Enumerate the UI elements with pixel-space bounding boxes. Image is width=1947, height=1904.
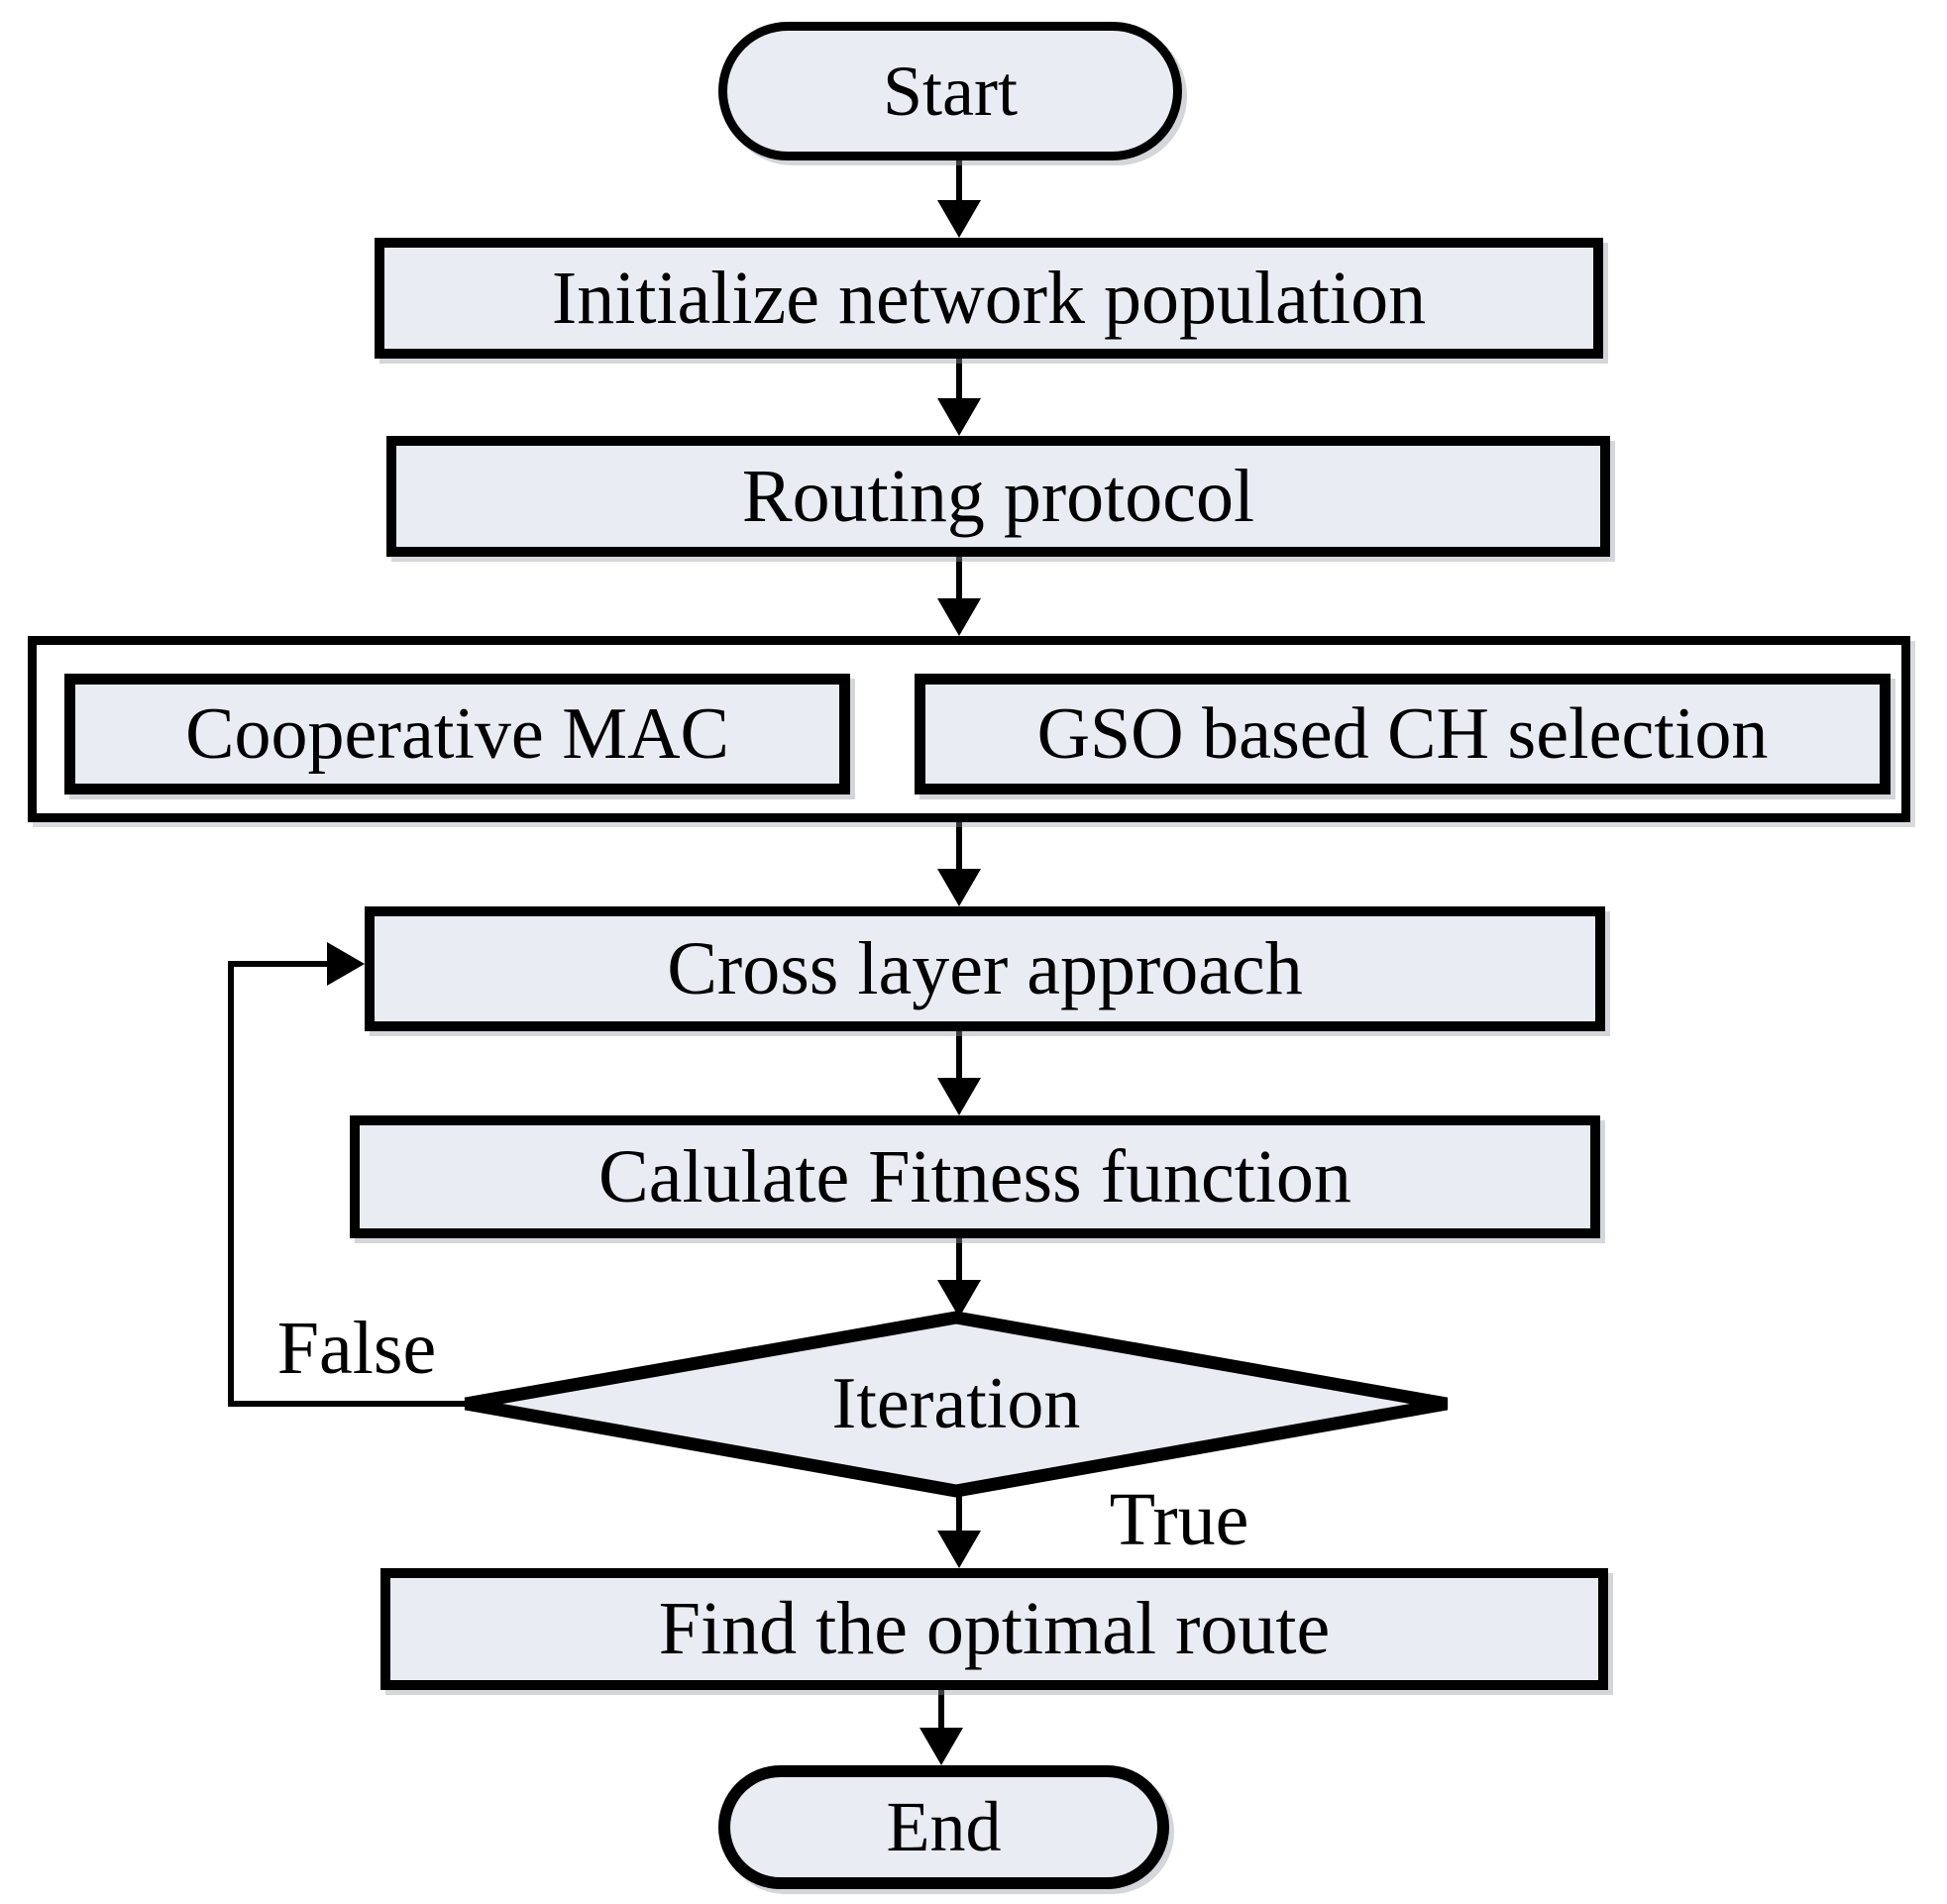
arrowhead-down-icon [919,1728,963,1765]
true-branch-label: True [1109,1477,1249,1561]
flowchart-node-find-optimal-route: Find the optimal route [380,1568,1608,1690]
arrowhead-right-icon [327,942,365,986]
cross-layer-label: Cross layer approach [667,926,1303,1010]
flowchart-node-calculate-fitness-function: Calulate Fitness function [350,1115,1600,1238]
flowchart-node-initialize-network-population: Initialize network population [375,238,1603,359]
flowchart-node-routing-protocol: Routing protocol [386,436,1610,557]
edge-label-false: False [248,1306,466,1391]
arrowhead-down-icon [937,398,981,436]
end-label: End [886,1787,1002,1866]
arrowhead-down-icon [937,1531,981,1568]
initialize-label: Initialize network population [551,256,1427,340]
fitness-label: Calulate Fitness function [598,1134,1352,1218]
flowchart-node-cooperative-mac: Cooperative MAC [64,674,850,794]
iteration-label: Iteration [831,1362,1081,1444]
flowchart-node-cross-layer-approach: Cross layer approach [365,906,1605,1031]
arrowhead-down-icon [937,869,981,906]
flowchart-node-iteration-decision: Iteration [659,1362,1253,1444]
flowchart-node-start: Start [718,22,1182,160]
find-route-label: Find the optimal route [658,1587,1331,1670]
cooperative-mac-label: Cooperative MAC [185,692,729,775]
flowchart-node-end: End [718,1765,1169,1889]
false-branch-label: False [276,1306,437,1390]
arrowhead-down-icon [937,200,981,238]
arrowhead-down-icon [937,1280,981,1318]
arrowhead-down-icon [937,598,981,636]
arrowhead-down-icon [937,1078,981,1115]
flowchart-node-gso-based-ch-selection: GSO based CH selection [915,674,1891,794]
gso-ch-selection-label: GSO based CH selection [1036,692,1769,775]
edge-label-true: True [1080,1478,1278,1561]
start-label: Start [883,51,1018,131]
routing-label: Routing protocol [741,454,1255,538]
